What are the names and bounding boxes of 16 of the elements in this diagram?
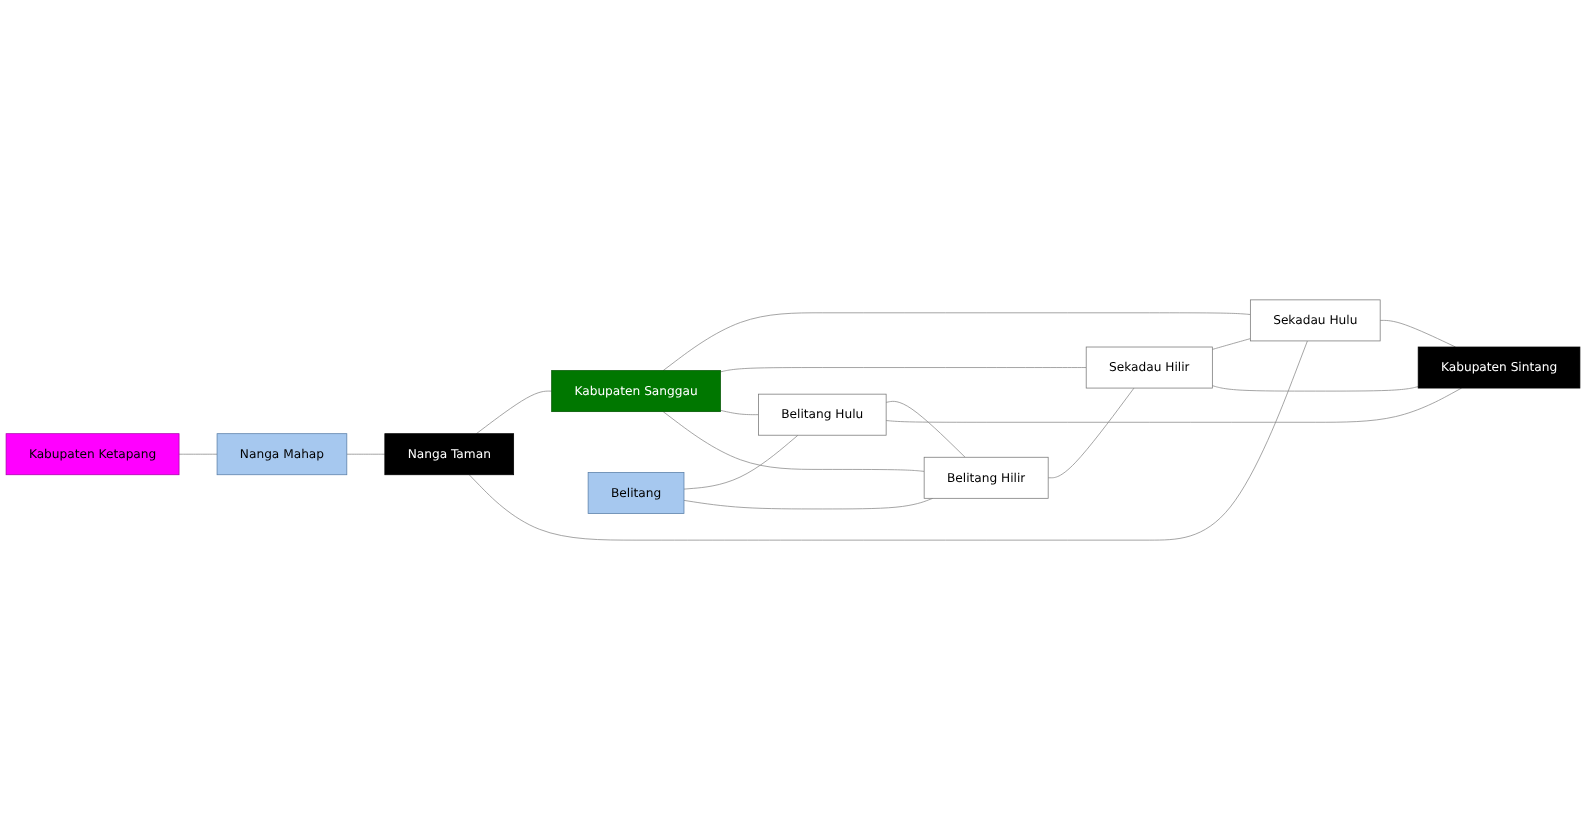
connector — [1211, 385, 1419, 392]
connector — [683, 434, 799, 490]
connector — [468, 340, 1308, 541]
connector — [662, 312, 1251, 371]
connector — [720, 367, 1087, 373]
connector — [720, 409, 759, 416]
connector — [346, 453, 386, 455]
connector — [178, 453, 218, 455]
connector — [1047, 387, 1135, 479]
connector — [683, 497, 934, 510]
connector — [885, 387, 1462, 423]
connector — [1379, 320, 1456, 348]
connector — [1211, 338, 1251, 350]
connector — [885, 401, 966, 458]
connector — [476, 390, 553, 435]
connector — [662, 411, 925, 472]
